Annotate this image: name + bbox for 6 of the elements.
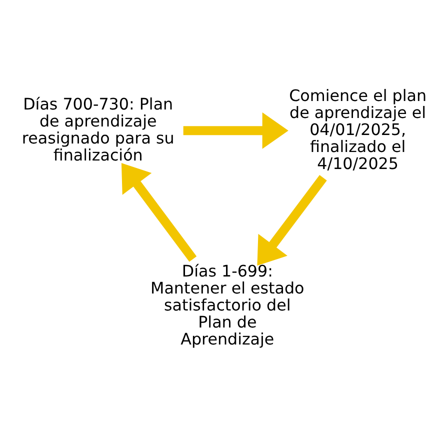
arrow [183, 112, 288, 148]
node-text: Días 1-699: Mantener el estado satisfactorio del Plan de Aprendizaje [150, 261, 304, 348]
arrow [121, 162, 197, 262]
node-text: Comience el plan de aprendizaje el 04/01/2025, finalizado el 4/10/2025 [289, 85, 427, 172]
node-text: Días 700-730: Plan de aprendizaje reasignado para su finalización [22, 94, 174, 164]
arrow [257, 174, 327, 266]
